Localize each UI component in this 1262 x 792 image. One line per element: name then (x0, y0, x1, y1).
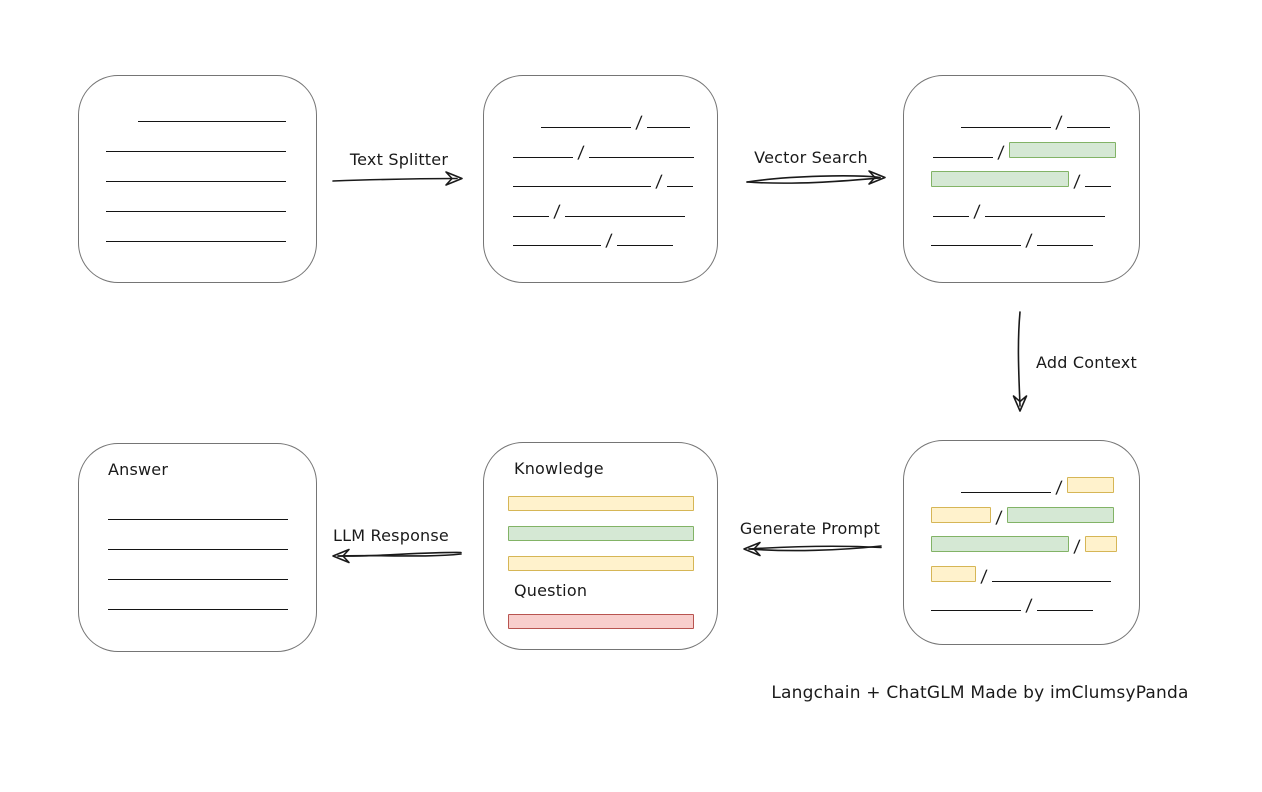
text-line (108, 609, 288, 610)
text-line (933, 156, 993, 158)
chunk-row: / (513, 132, 694, 163)
text-line (541, 127, 631, 128)
slash-separator: / (973, 201, 981, 222)
yellow-chunk (931, 565, 976, 582)
question-bar-red (508, 614, 694, 629)
text-splitter-label: Text Splitter (349, 150, 449, 169)
text-line (108, 579, 288, 580)
text-line (513, 156, 573, 158)
split-chunks-box: / / / / / (483, 75, 718, 283)
matched-chunks-box: / / / / / (903, 75, 1140, 283)
green-chunk (1008, 141, 1116, 158)
text-line (933, 215, 969, 217)
text-line (513, 215, 549, 217)
text-line (108, 549, 288, 550)
prompt-box: Knowledge Question (483, 442, 718, 650)
text-line (138, 121, 286, 122)
text-line (513, 245, 601, 246)
chunk-row: / (931, 161, 1111, 192)
text-line (961, 127, 1051, 128)
chunk-row: / (541, 102, 690, 133)
text-line (588, 156, 694, 158)
knowledge-bar-green (508, 526, 694, 541)
slash-separator: / (553, 201, 561, 222)
green-chunk (1006, 506, 1114, 523)
generate-prompt-arrow (743, 541, 882, 557)
text-line (1036, 610, 1093, 611)
slash-separator: / (995, 507, 1003, 528)
slash-separator: / (1055, 113, 1063, 133)
green-chunk (931, 536, 1069, 552)
knowledge-label: Knowledge (514, 459, 604, 478)
context-chunks-box: / / / / / (903, 440, 1140, 645)
question-label: Question (514, 581, 588, 600)
text-line (931, 245, 1021, 246)
add-context-label: Add Context (1036, 353, 1137, 372)
slash-separator: / (605, 231, 613, 251)
text-line (931, 610, 1021, 611)
yellow-chunk (931, 506, 991, 523)
text-line (984, 215, 1105, 217)
green-chunk (931, 171, 1069, 187)
slash-separator: / (1025, 231, 1033, 251)
slash-separator: / (980, 566, 988, 587)
add-context-arrow (1012, 311, 1028, 412)
vector-search-label: Vector Search (754, 148, 868, 167)
chunk-row: / (931, 526, 1117, 557)
text-line (564, 215, 685, 217)
text-line (108, 519, 288, 520)
answer-label: Answer (108, 460, 169, 479)
knowledge-bar-yellow (508, 556, 694, 571)
text-line (616, 245, 673, 246)
chunk-row: / (961, 467, 1114, 498)
text-splitter-arrow (332, 171, 463, 186)
chunk-row: / (933, 191, 1105, 222)
text-line (991, 580, 1111, 582)
document-box (78, 75, 317, 283)
yellow-chunk (1066, 477, 1114, 493)
llm-response-label: LLM Response (333, 526, 449, 545)
text-line (1066, 127, 1110, 128)
answer-box: Answer (78, 443, 317, 652)
text-line (646, 127, 690, 128)
slash-separator: / (1025, 596, 1033, 616)
llm-response-arrow (332, 548, 462, 564)
slash-separator: / (577, 142, 585, 163)
chunk-row: / (961, 102, 1110, 133)
chunk-row: / (513, 161, 693, 192)
text-line (106, 241, 286, 242)
chunk-row: / (931, 497, 1114, 528)
generate-prompt-label: Generate Prompt (739, 519, 881, 538)
slash-separator: / (655, 172, 663, 192)
chunk-row: / (513, 220, 673, 251)
slash-separator: / (635, 113, 643, 133)
yellow-chunk (1084, 536, 1117, 552)
slash-separator: / (1073, 172, 1081, 192)
text-line (1084, 186, 1111, 187)
chunk-row: / (931, 556, 1111, 587)
chunk-row: / (513, 191, 685, 222)
text-line (106, 211, 286, 212)
chunk-row: / (931, 585, 1093, 616)
chunk-row: / (931, 220, 1093, 251)
text-line (1036, 245, 1093, 246)
slash-separator: / (997, 142, 1005, 163)
slash-separator: / (1073, 537, 1081, 557)
text-line (666, 186, 693, 187)
text-line (513, 186, 651, 187)
slash-separator: / (1055, 478, 1063, 498)
text-line (106, 151, 286, 152)
text-line (961, 492, 1051, 493)
knowledge-bar-yellow (508, 496, 694, 511)
credit-text: Langchain + ChatGLM Made by imClumsyPand… (771, 683, 1189, 703)
chunk-row: / (933, 132, 1116, 163)
vector-search-arrow (746, 170, 886, 185)
text-line (106, 181, 286, 182)
